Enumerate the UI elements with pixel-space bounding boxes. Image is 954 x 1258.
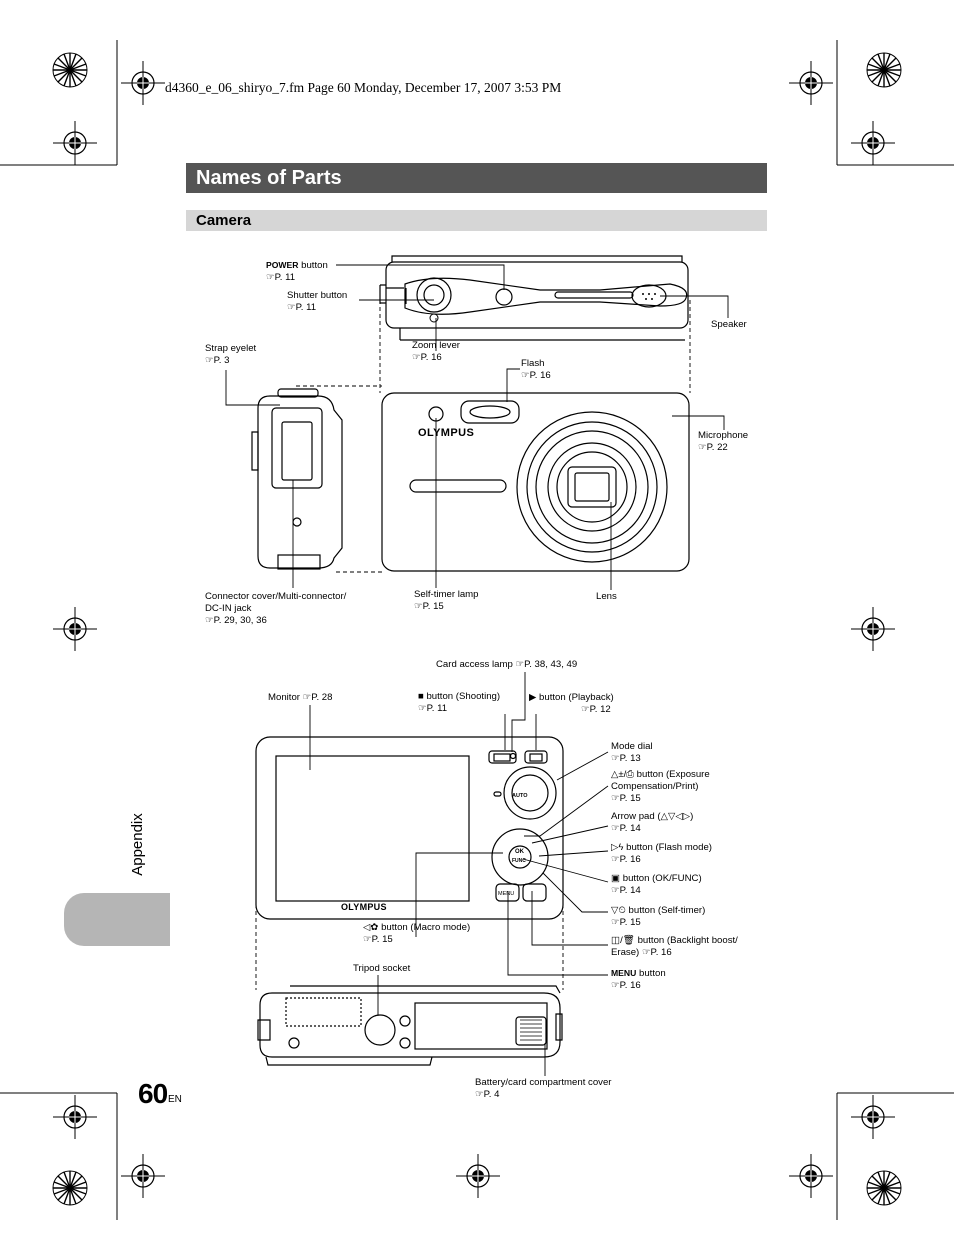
label-arrow-pad: Arrow pad (△▽◁▷) ☞P. 14 <box>611 811 694 834</box>
ref-icon: ☞ <box>521 370 530 381</box>
ref-icon: ☞ <box>581 704 590 715</box>
ok-func-icon: ▣ <box>611 873 621 884</box>
backlight-erase-icon: ◫/🗑 <box>611 935 635 946</box>
selftimer-icon: ▽⏲ <box>611 905 626 916</box>
ref-icon: ☞ <box>611 854 620 865</box>
label-selftimer-button: ▽⏲ button (Self-timer) ☞P. 15 <box>611 905 706 928</box>
section-title-bar: Names of Parts <box>186 163 767 193</box>
label-speaker: Speaker <box>711 319 747 330</box>
label-power: POWER button ☞P. 11 <box>266 260 328 283</box>
macro-icon: ◁✿ <box>363 922 379 933</box>
file-header: d4360_e_06_shiryo_7.fm Page 60 Monday, D… <box>165 80 562 95</box>
section-subtitle-bar: Camera <box>186 210 767 231</box>
ok-mark: OK <box>515 849 525 855</box>
page-number: 60 <box>138 1078 168 1109</box>
arrow-icons: △▽◁▷ <box>660 811 691 822</box>
label-macro-button: ◁✿ button (Macro mode) ☞P. 15 <box>363 922 471 945</box>
label-selftimer-lamp: Self-timer lamp ☞P. 15 <box>414 589 479 612</box>
ref-icon: ☞ <box>302 692 312 703</box>
ref-icon: ☞ <box>611 980 620 991</box>
label-tripod-socket: Tripod socket <box>353 963 411 974</box>
ref-icon: ☞ <box>698 442 707 453</box>
ref-icon: ☞ <box>611 917 620 928</box>
ref-icon: ☞ <box>611 885 620 896</box>
label-backlight-button: ◫/🗑 button (Backlight boost/ Erase) ☞P. … <box>611 935 738 958</box>
label-shutter: Shutter button ☞P. 11 <box>287 290 348 313</box>
label-zoom-lever: Zoom lever ☞P. 16 <box>412 340 460 363</box>
section-subtitle: Camera <box>196 212 252 229</box>
ref-icon: ☞ <box>266 272 275 283</box>
label-lens: Lens <box>596 591 617 602</box>
appendix-label-wrap: Appendix <box>129 800 160 890</box>
func-mark: FUNC <box>512 858 526 864</box>
label-playback-button: ▶ button (Playback) ☞P. 12 <box>529 692 614 715</box>
ref-icon: ☞ <box>611 793 620 804</box>
front-logo: OLYMPUS <box>418 427 474 439</box>
ref-icon: ☞ <box>414 601 423 612</box>
ref-icon: ☞ <box>287 302 296 313</box>
ref-icon: ☞ <box>418 703 427 714</box>
appendix-label: Appendix <box>128 813 146 876</box>
back-logo: OLYMPUS <box>341 902 387 912</box>
label-monitor: Monitor ☞P. 28 <box>268 692 333 703</box>
label-mode-dial: Mode dial ☞P. 13 <box>611 741 653 764</box>
label-strap-eyelet: Strap eyelet ☞P. 3 <box>205 343 257 366</box>
ref-icon: ☞ <box>611 823 620 834</box>
label-card-access-lamp: Card access lamp ☞P. 38, 43, 49 <box>436 659 578 670</box>
label-exposure-button: △±/⎙ button (Exposure Compensation/Print… <box>611 769 710 804</box>
ref-icon: ☞ <box>412 352 421 363</box>
label-connector-cover: Connector cover/Multi-connector/ DC-IN j… <box>205 591 347 626</box>
language-code: EN <box>168 1094 182 1105</box>
ref-icon: ☞ <box>205 355 214 366</box>
section-title: Names of Parts <box>196 167 342 189</box>
ref-icon: ☞ <box>475 1089 484 1100</box>
ref-icon: ☞ <box>363 934 372 945</box>
ref-icon: ☞ <box>611 753 620 764</box>
mode-auto: AUTO <box>512 793 528 799</box>
label-okfunc-button: ▣ button (OK/FUNC) ☞P. 14 <box>611 873 702 896</box>
menu-key-mark: MENU <box>498 891 514 897</box>
label-flash-mode-button: ▷ϟ button (Flash mode) ☞P. 16 <box>611 842 712 865</box>
label-battery-cover: Battery/card compartment cover ☞P. 4 <box>475 1077 612 1100</box>
ref-icon: ☞ <box>641 947 651 958</box>
appendix-tab <box>64 893 170 946</box>
playback-icon: ▶ <box>529 692 537 703</box>
ref-icon: ☞ <box>515 659 525 670</box>
camera-icon: ■ <box>418 691 424 702</box>
ref-icon: ☞ <box>205 615 214 626</box>
label-menu-button: MENU button ☞P. 16 <box>611 968 666 991</box>
label-shooting-button: ■ button (Shooting) ☞P. 11 <box>418 691 501 714</box>
label-microphone: Microphone ☞P. 22 <box>698 430 749 453</box>
exposure-print-icon: △±/⎙ <box>611 769 634 780</box>
label-flash: Flash ☞P. 16 <box>521 358 551 381</box>
flash-icon: ▷ϟ <box>611 842 624 853</box>
